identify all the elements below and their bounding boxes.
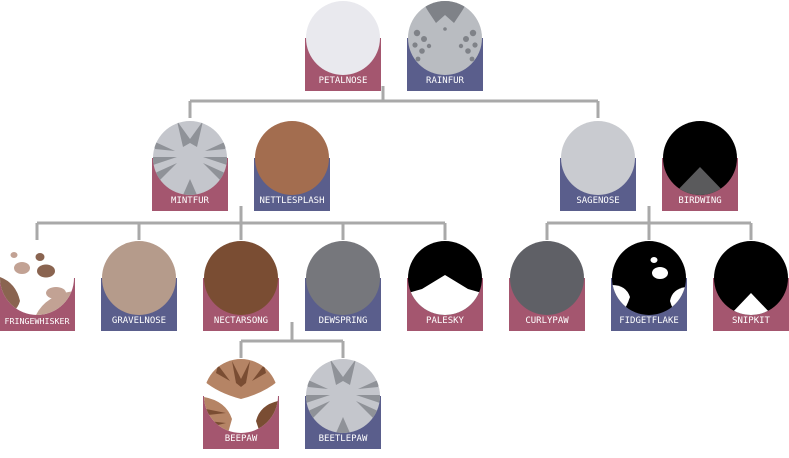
cat-card-fringewhisker[interactable]: FRINGEWHISKER — [0, 240, 75, 331]
cat-card-nectarsong[interactable]: NECTARSONG — [203, 240, 279, 331]
cat-name-label: MINTFUR — [171, 196, 209, 206]
cat-name-label: NETTLESPLASH — [259, 196, 325, 206]
cat-card-nettlesplash[interactable]: NETTLESPLASH — [254, 120, 330, 211]
pelt-portrait — [204, 359, 278, 433]
pelt-portrait — [255, 121, 329, 195]
cat-name-label: BEETLEPAW — [318, 434, 368, 444]
pelt-portrait — [510, 241, 584, 315]
cat-name-label: FRINGEWHISKER — [4, 316, 70, 326]
pelt-portrait — [561, 121, 635, 195]
cat-card-sagenose[interactable]: SAGENOSE — [560, 120, 636, 211]
cat-name-label: SAGENOSE — [576, 196, 620, 206]
pelt-portrait — [102, 241, 176, 315]
pelt-portrait — [306, 359, 380, 433]
pelt-portrait — [408, 241, 482, 315]
pelt-portrait — [153, 121, 227, 195]
cat-name-label: BEEPAW — [224, 434, 258, 444]
cat-card-beetlepaw[interactable]: BEETLEPAW — [305, 358, 381, 449]
cat-card-birdwing[interactable]: BIRDWING — [662, 120, 738, 211]
pelt-portrait — [0, 241, 74, 315]
pelt-portrait — [204, 241, 278, 315]
cat-card-mintfur[interactable]: MINTFUR — [152, 120, 228, 211]
cat-card-fidgetflake[interactable]: FIDGETFLAKE — [611, 240, 687, 331]
cat-card-dewspring[interactable]: DEWSPRING — [305, 240, 381, 331]
cat-name-label: PALESKY — [426, 316, 464, 326]
cat-name-label: BIRDWING — [678, 196, 722, 206]
cat-card-petalnose[interactable]: PETALNOSE — [305, 0, 381, 91]
cat-name-label: FIDGETFLAKE — [619, 316, 679, 326]
cat-card-palesky[interactable]: PALESKY — [407, 240, 483, 331]
pelt-portrait — [714, 241, 788, 315]
cat-name-label: RAINFUR — [426, 76, 464, 86]
cat-name-label: DEWSPRING — [318, 316, 368, 326]
cat-card-curlypaw[interactable]: CURLYPAW — [509, 240, 585, 331]
cat-name-label: SNIPKIT — [732, 316, 770, 326]
pelt-portrait — [612, 241, 686, 315]
cat-card-snipkit[interactable]: SNIPKIT — [713, 240, 789, 331]
cat-card-beepaw[interactable]: BEEPAW — [203, 358, 279, 449]
cat-name-label: CURLYPAW — [525, 316, 569, 326]
cat-card-gravelnose[interactable]: GRAVELNOSE — [101, 240, 177, 331]
pelt-portrait — [306, 1, 380, 75]
pelt-portrait — [306, 241, 380, 315]
cat-name-label: GRAVELNOSE — [111, 316, 167, 326]
pelt-portrait — [408, 1, 482, 75]
cat-card-rainfur[interactable]: RAINFUR — [407, 0, 483, 91]
cat-name-label: PETALNOSE — [318, 76, 368, 86]
cat-name-label: NECTARSONG — [213, 316, 269, 326]
pelt-portrait — [663, 121, 737, 195]
